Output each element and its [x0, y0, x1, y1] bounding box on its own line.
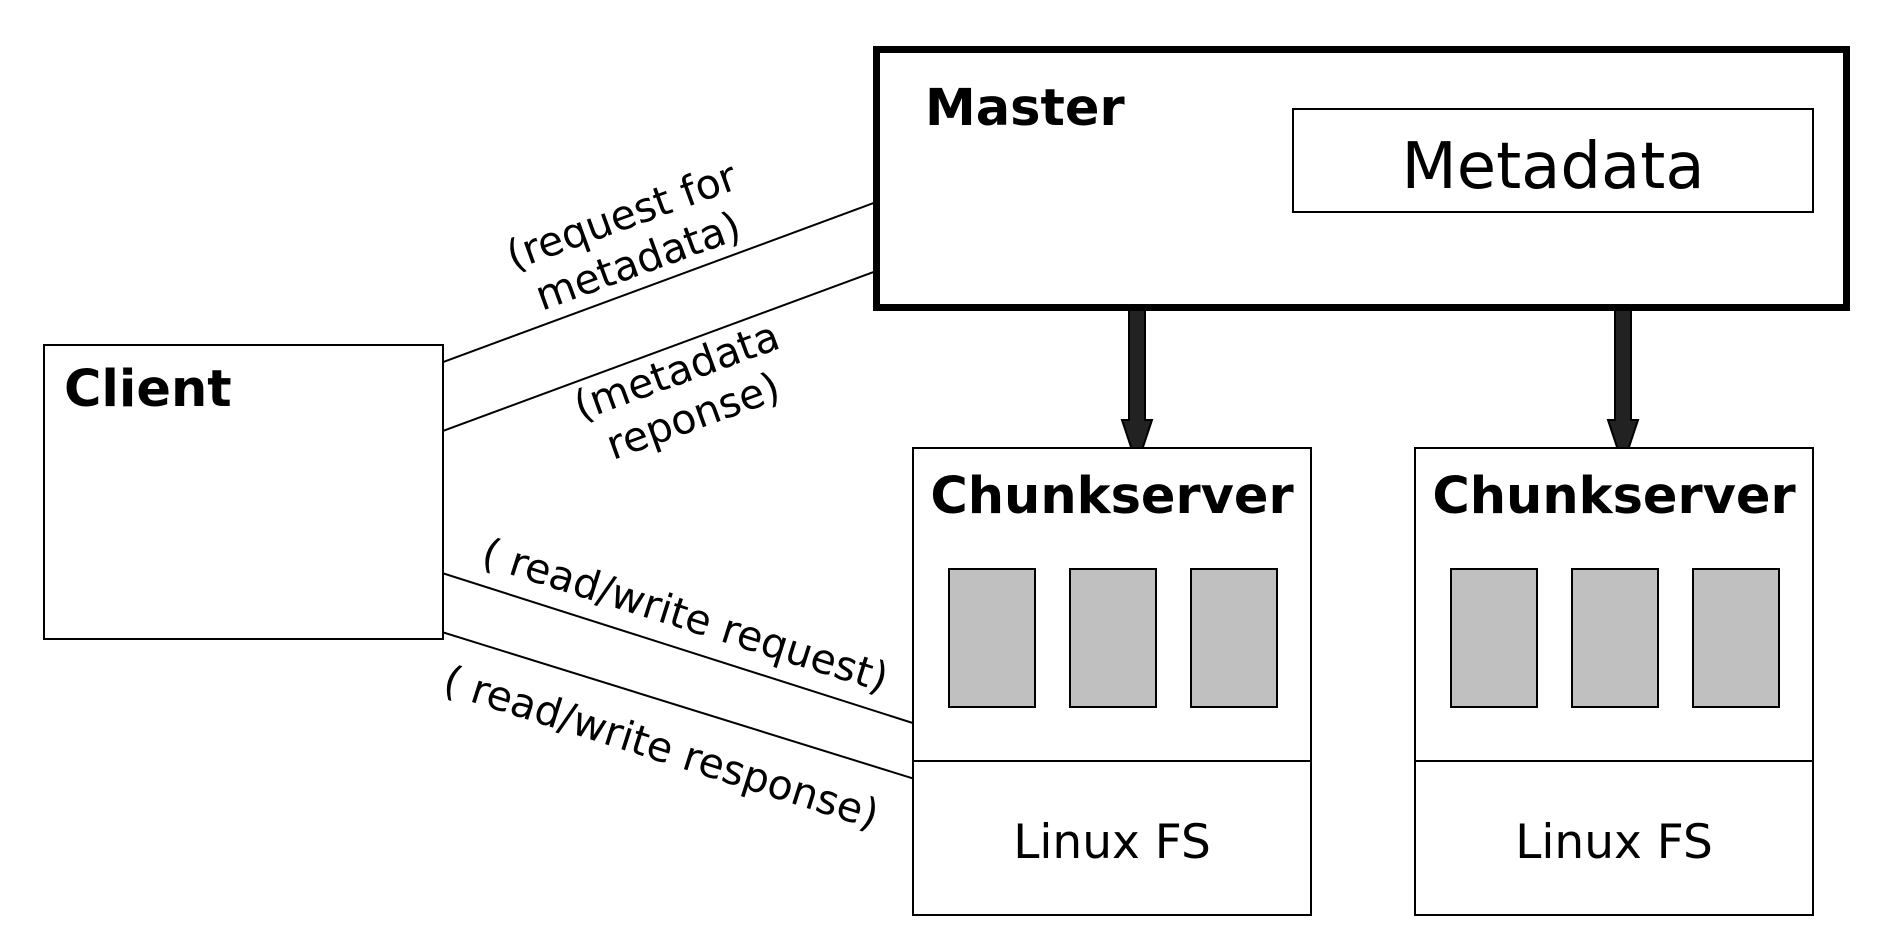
rw-response-arrow	[354, 603, 964, 795]
master-box: Master Metadata	[873, 46, 1850, 311]
chunk-block	[1069, 568, 1157, 708]
client-box: Client	[43, 344, 444, 640]
master-title: Master	[925, 79, 1125, 138]
request-metadata-arrow	[353, 169, 964, 396]
metadata-label: Metadata	[1401, 130, 1705, 204]
chunk-block	[1571, 568, 1659, 708]
chunk-block	[948, 568, 1036, 708]
chunk-block	[1190, 568, 1278, 708]
metadata-box: Metadata	[1292, 108, 1814, 213]
metadata-response-arrow	[355, 238, 964, 464]
linux-fs-label: Linux FS	[1013, 815, 1211, 870]
chunkserver-title: Chunkserver	[1432, 467, 1796, 526]
chunkserver-box: Chunkserver Linux FS	[912, 447, 1312, 916]
fs-divider	[1416, 760, 1812, 762]
chunk-block	[1450, 568, 1538, 708]
chunk-block	[1692, 568, 1780, 708]
chunkserver-title: Chunkserver	[930, 467, 1294, 526]
fs-divider	[914, 760, 1310, 762]
rw-request-arrow	[372, 550, 964, 741]
client-title: Client	[64, 360, 232, 419]
linux-fs-label: Linux FS	[1515, 815, 1713, 870]
chunkserver-box: Chunkserver Linux FS	[1414, 447, 1814, 916]
